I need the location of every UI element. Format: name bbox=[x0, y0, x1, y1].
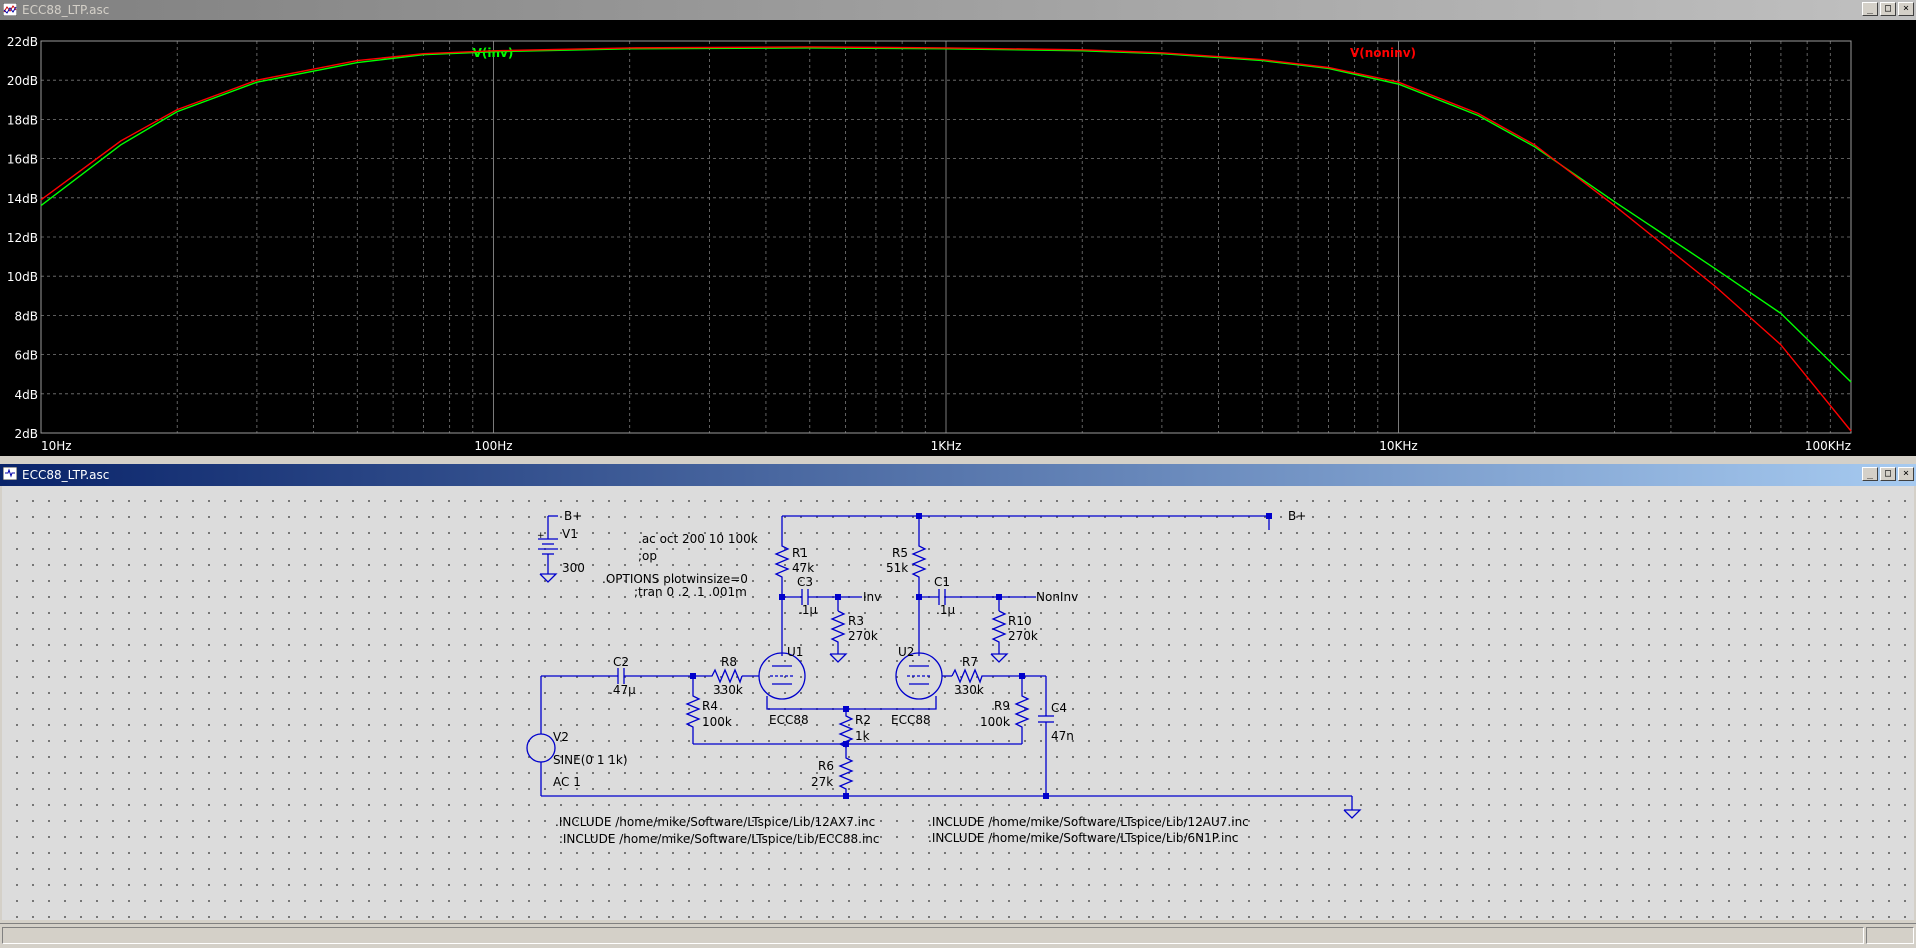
directive-include-ecc88[interactable]: .INCLUDE /home/mike/Software/LTspice/Lib… bbox=[559, 832, 879, 846]
waveform-maximize-button[interactable]: □ bbox=[1880, 2, 1896, 16]
waveform-window: ECC88_LTP.asc _ □ × 22dB 20dB 18dB 16dB 14dB… bbox=[0, 0, 1916, 456]
y-tick-label: 20dB bbox=[7, 74, 38, 88]
schematic-minimize-button[interactable]: _ bbox=[1862, 467, 1878, 481]
schematic-junctions bbox=[690, 513, 1272, 799]
series-line-1 bbox=[40, 46, 1852, 432]
schematic-window: ECC88_LTP.asc _ □ × bbox=[0, 464, 1916, 923]
label-u2-model: ECC88 bbox=[891, 713, 931, 727]
label-c3: C3 bbox=[797, 575, 813, 589]
x-tick-label: 1KHz bbox=[931, 439, 962, 453]
series-line-0 bbox=[40, 47, 1852, 383]
label-c4-value: 47n bbox=[1051, 729, 1074, 743]
schematic-canvas[interactable]: B+ B+ V1 300 R1 47k R5 51k C3 .1µ C1 .1µ… bbox=[2, 486, 1914, 920]
label-r8: R8 bbox=[721, 655, 737, 669]
label-r5: R5 bbox=[892, 546, 908, 560]
label-r7-value: 330k bbox=[954, 683, 984, 697]
label-noninv: NonInv bbox=[1036, 590, 1078, 604]
schematic-app-icon bbox=[3, 467, 17, 480]
directive-ac[interactable]: .ac oct 200 10 100k bbox=[638, 532, 758, 546]
waveform-window-title: ECC88_LTP.asc bbox=[22, 3, 110, 17]
status-field-main bbox=[2, 927, 1864, 944]
y-tick-label: 12dB bbox=[7, 231, 38, 245]
schematic-drawing[interactable]: B+ B+ V1 300 R1 47k R5 51k C3 .1µ C1 .1µ… bbox=[2, 486, 1914, 920]
waveform-minimize-button[interactable]: _ bbox=[1862, 2, 1878, 16]
y-tick-label: 2dB bbox=[15, 427, 38, 441]
directive-include-6n1p[interactable]: .INCLUDE /home/mike/Software/LTspice/Lib… bbox=[928, 831, 1238, 845]
label-r2-value: 1k bbox=[855, 729, 870, 743]
schematic-maximize-button[interactable]: □ bbox=[1880, 467, 1896, 481]
label-c3-value: .1µ bbox=[798, 603, 817, 617]
waveform-close-button[interactable]: × bbox=[1898, 2, 1914, 16]
label-r7: R7 bbox=[962, 655, 978, 669]
y-tick-label: 8dB bbox=[15, 309, 38, 323]
status-bar bbox=[0, 923, 1916, 948]
y-tick-label: 6dB bbox=[15, 349, 38, 363]
label-r2: R2 bbox=[855, 713, 871, 727]
schematic-window-title: ECC88_LTP.asc bbox=[22, 468, 110, 482]
label-v2-ac: AC 1 bbox=[553, 775, 581, 789]
label-c1-value: .1µ bbox=[936, 603, 955, 617]
label-r3: R3 bbox=[848, 614, 864, 628]
label-r6: R6 bbox=[818, 759, 834, 773]
label-u1: U1 bbox=[787, 645, 803, 659]
directive-tran[interactable]: ;tran 0 .2 .1 .001m bbox=[634, 585, 747, 599]
label-r4: R4 bbox=[702, 699, 718, 713]
directive-options[interactable]: .OPTIONS plotwinsize=0 bbox=[602, 572, 748, 586]
spice-directives: .ac oct 200 10 100k ;op .OPTIONS plotwin… bbox=[555, 532, 1249, 846]
waveform-plot-area[interactable]: 22dB 20dB 18dB 16dB 14dB 12dB 10dB 8dB 6dB 4dB 2dB… bbox=[0, 20, 1916, 456]
schematic-close-button[interactable]: × bbox=[1898, 467, 1914, 481]
x-tick-label: 10KHz bbox=[1379, 439, 1417, 453]
plot-border bbox=[40, 40, 1852, 434]
schematic-labels: B+ B+ V1 300 R1 47k R5 51k C3 .1µ C1 .1µ… bbox=[537, 509, 1306, 789]
y-tick-label: 18dB bbox=[7, 113, 38, 127]
label-r5-value: 51k bbox=[886, 561, 908, 575]
label-r6-value: 27k bbox=[811, 775, 833, 789]
label-c2: C2 bbox=[613, 655, 629, 669]
status-field-secondary bbox=[1866, 927, 1914, 944]
v1-plus-sign: + bbox=[537, 531, 545, 541]
label-c4: C4 bbox=[1051, 701, 1067, 715]
label-r8-value: 330k bbox=[713, 683, 743, 697]
schematic-titlebar[interactable]: ECC88_LTP.asc _ □ × bbox=[0, 464, 1916, 486]
label-u1-model: ECC88 bbox=[769, 713, 809, 727]
label-u2: U2 bbox=[898, 645, 914, 659]
label-r1-value: 47k bbox=[792, 561, 814, 575]
label-v2: V2 bbox=[553, 730, 569, 744]
label-r9: R9 bbox=[994, 699, 1010, 713]
label-bplus-top: B+ bbox=[564, 509, 582, 523]
label-r1: R1 bbox=[792, 546, 808, 560]
label-c2-value: .47µ bbox=[609, 683, 636, 697]
label-r10: R10 bbox=[1008, 614, 1032, 628]
label-v1: V1 bbox=[562, 527, 578, 541]
label-r3-value: 270k bbox=[848, 629, 878, 643]
legend-label-0: V(inv) bbox=[473, 46, 514, 60]
label-c1: C1 bbox=[934, 575, 950, 589]
y-tick-label: 14dB bbox=[7, 192, 38, 206]
label-r10-value: 270k bbox=[1008, 629, 1038, 643]
legend-label-1: V(noninv) bbox=[1350, 46, 1416, 60]
bode-plot[interactable]: 22dB 20dB 18dB 16dB 14dB 12dB 10dB 8dB 6dB 4dB 2dB… bbox=[0, 20, 1916, 456]
directive-include-12ax7[interactable]: .INCLUDE /home/mike/Software/LTspice/Lib… bbox=[555, 815, 875, 829]
directive-op[interactable]: ;op bbox=[638, 549, 657, 563]
label-r4-value: 100k bbox=[702, 715, 732, 729]
waveform-app-icon bbox=[3, 3, 17, 16]
waveform-titlebar[interactable]: ECC88_LTP.asc _ □ × bbox=[0, 0, 1916, 20]
y-tick-label: 10dB bbox=[7, 270, 38, 284]
label-v1-value: 300 bbox=[562, 561, 585, 575]
y-tick-label: 16dB bbox=[7, 153, 38, 167]
x-tick-label: 100KHz bbox=[1805, 439, 1851, 453]
y-tick-label: 22dB bbox=[7, 35, 38, 49]
label-inv: Inv bbox=[863, 590, 881, 604]
label-bplus-right: B+ bbox=[1288, 509, 1306, 523]
x-tick-label: 10Hz bbox=[41, 439, 72, 453]
directive-include-12au7[interactable]: .INCLUDE /home/mike/Software/LTspice/Lib… bbox=[928, 815, 1249, 829]
label-v2-sine: SINE(0 1 1k) bbox=[553, 753, 628, 767]
y-tick-label: 4dB bbox=[15, 388, 38, 402]
x-tick-label: 100Hz bbox=[474, 439, 512, 453]
label-r9-value: 100k bbox=[980, 715, 1010, 729]
